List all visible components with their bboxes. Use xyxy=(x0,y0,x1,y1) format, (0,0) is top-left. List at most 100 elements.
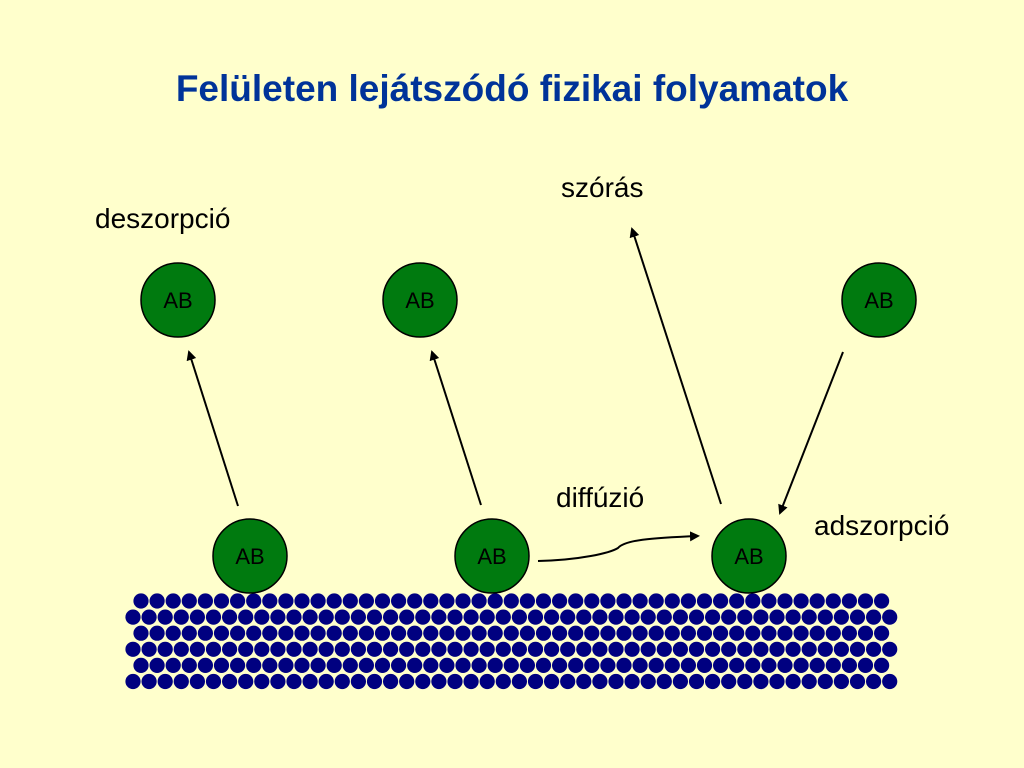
surface-atom xyxy=(189,641,205,657)
surface-atom xyxy=(246,657,262,674)
surface-lattice xyxy=(125,593,898,690)
surface-atom xyxy=(761,625,777,641)
surface-atom xyxy=(181,593,197,609)
label-desorption: deszorpció xyxy=(95,203,231,234)
surface-atom xyxy=(688,609,705,625)
surface-atom xyxy=(648,593,664,609)
surface-atom xyxy=(149,593,165,609)
surface-atom xyxy=(882,673,898,690)
surface-atom xyxy=(157,641,173,657)
surface-atom xyxy=(447,673,463,690)
surface-atom xyxy=(407,593,423,609)
surface-atom xyxy=(366,673,383,690)
surface-atom xyxy=(624,641,640,657)
surface-atom xyxy=(737,641,753,657)
surface-atom xyxy=(664,657,680,674)
surface-atom xyxy=(495,641,511,657)
surface-atom xyxy=(278,593,294,609)
surface-atom xyxy=(326,593,342,609)
surface-atom xyxy=(230,625,246,641)
surface-atom xyxy=(664,593,680,609)
surface-atom xyxy=(544,609,560,625)
surface-atom xyxy=(576,609,592,625)
surface-atom xyxy=(270,641,286,657)
surface-atom xyxy=(503,593,519,609)
surface-atom xyxy=(415,641,431,657)
molecule-label: AB xyxy=(734,544,763,569)
surface-atom xyxy=(777,593,793,609)
surface-atom xyxy=(560,641,576,657)
surface-atom xyxy=(310,625,326,641)
surface-atom xyxy=(680,625,697,641)
surface-atom xyxy=(584,593,600,609)
surface-atom xyxy=(342,593,358,609)
surface-atom xyxy=(745,657,761,674)
surface-atom xyxy=(793,657,809,674)
surface-atom xyxy=(286,641,302,657)
surface-atom xyxy=(616,593,632,609)
molecule-adsorbed-3: AB xyxy=(711,518,787,594)
surface-atom xyxy=(705,673,721,690)
surface-atom xyxy=(737,609,753,625)
surface-atom xyxy=(584,625,600,641)
surface-atom xyxy=(841,593,858,609)
surface-atom xyxy=(753,609,769,625)
surface-atom xyxy=(342,625,358,641)
surface-atom xyxy=(374,657,391,674)
surface-atom xyxy=(680,593,697,609)
surface-atom xyxy=(696,657,713,674)
surface-atom xyxy=(600,657,616,674)
surface-atom xyxy=(527,641,544,657)
surface-atom xyxy=(608,673,624,690)
surface-atom xyxy=(696,625,713,641)
surface-atom xyxy=(149,625,165,641)
surface-atom xyxy=(568,593,584,609)
surface-atom xyxy=(230,593,246,609)
surface-atom xyxy=(213,657,230,674)
surface-atom xyxy=(358,625,374,641)
molecule-label: AB xyxy=(235,544,264,569)
surface-atom xyxy=(254,641,270,657)
surface-atom xyxy=(608,609,624,625)
surface-atom xyxy=(745,625,761,641)
surface-atom xyxy=(133,593,149,609)
surface-atom xyxy=(809,657,825,674)
surface-atom xyxy=(447,609,463,625)
surface-atom xyxy=(568,657,584,674)
surface-atom xyxy=(318,673,334,690)
surface-atom xyxy=(866,609,882,625)
surface-atom xyxy=(487,593,503,609)
surface-atom xyxy=(399,673,415,690)
surface-atom xyxy=(640,673,656,690)
surface-atom xyxy=(801,609,817,625)
surface-atom xyxy=(415,609,431,625)
surface-atom xyxy=(238,641,254,657)
surface-atom xyxy=(262,593,278,609)
surface-atom xyxy=(286,609,302,625)
surface-atom xyxy=(254,673,270,690)
surface-atom xyxy=(753,673,769,690)
surface-atom xyxy=(157,609,173,625)
surface-atom xyxy=(173,641,189,657)
surface-atom xyxy=(584,657,600,674)
surface-atom xyxy=(133,625,149,641)
surface-atom xyxy=(278,657,294,674)
surface-atom xyxy=(672,641,689,657)
surface-atom xyxy=(173,673,189,690)
surface-atom xyxy=(785,673,801,690)
surface-atom xyxy=(383,609,399,625)
surface-atom xyxy=(254,609,270,625)
surface-atom xyxy=(383,641,399,657)
surface-atom xyxy=(874,625,890,641)
surface-atom xyxy=(189,609,205,625)
surface-atom xyxy=(270,673,286,690)
surface-atom xyxy=(688,641,705,657)
surface-atom xyxy=(350,641,366,657)
surface-atom xyxy=(189,673,205,690)
surface-atom xyxy=(262,657,278,674)
molecule-adsorbed-1: AB xyxy=(212,518,288,594)
surface-atom xyxy=(222,641,238,657)
surface-atom xyxy=(318,609,334,625)
surface-atom xyxy=(544,641,560,657)
surface-atom xyxy=(310,593,326,609)
